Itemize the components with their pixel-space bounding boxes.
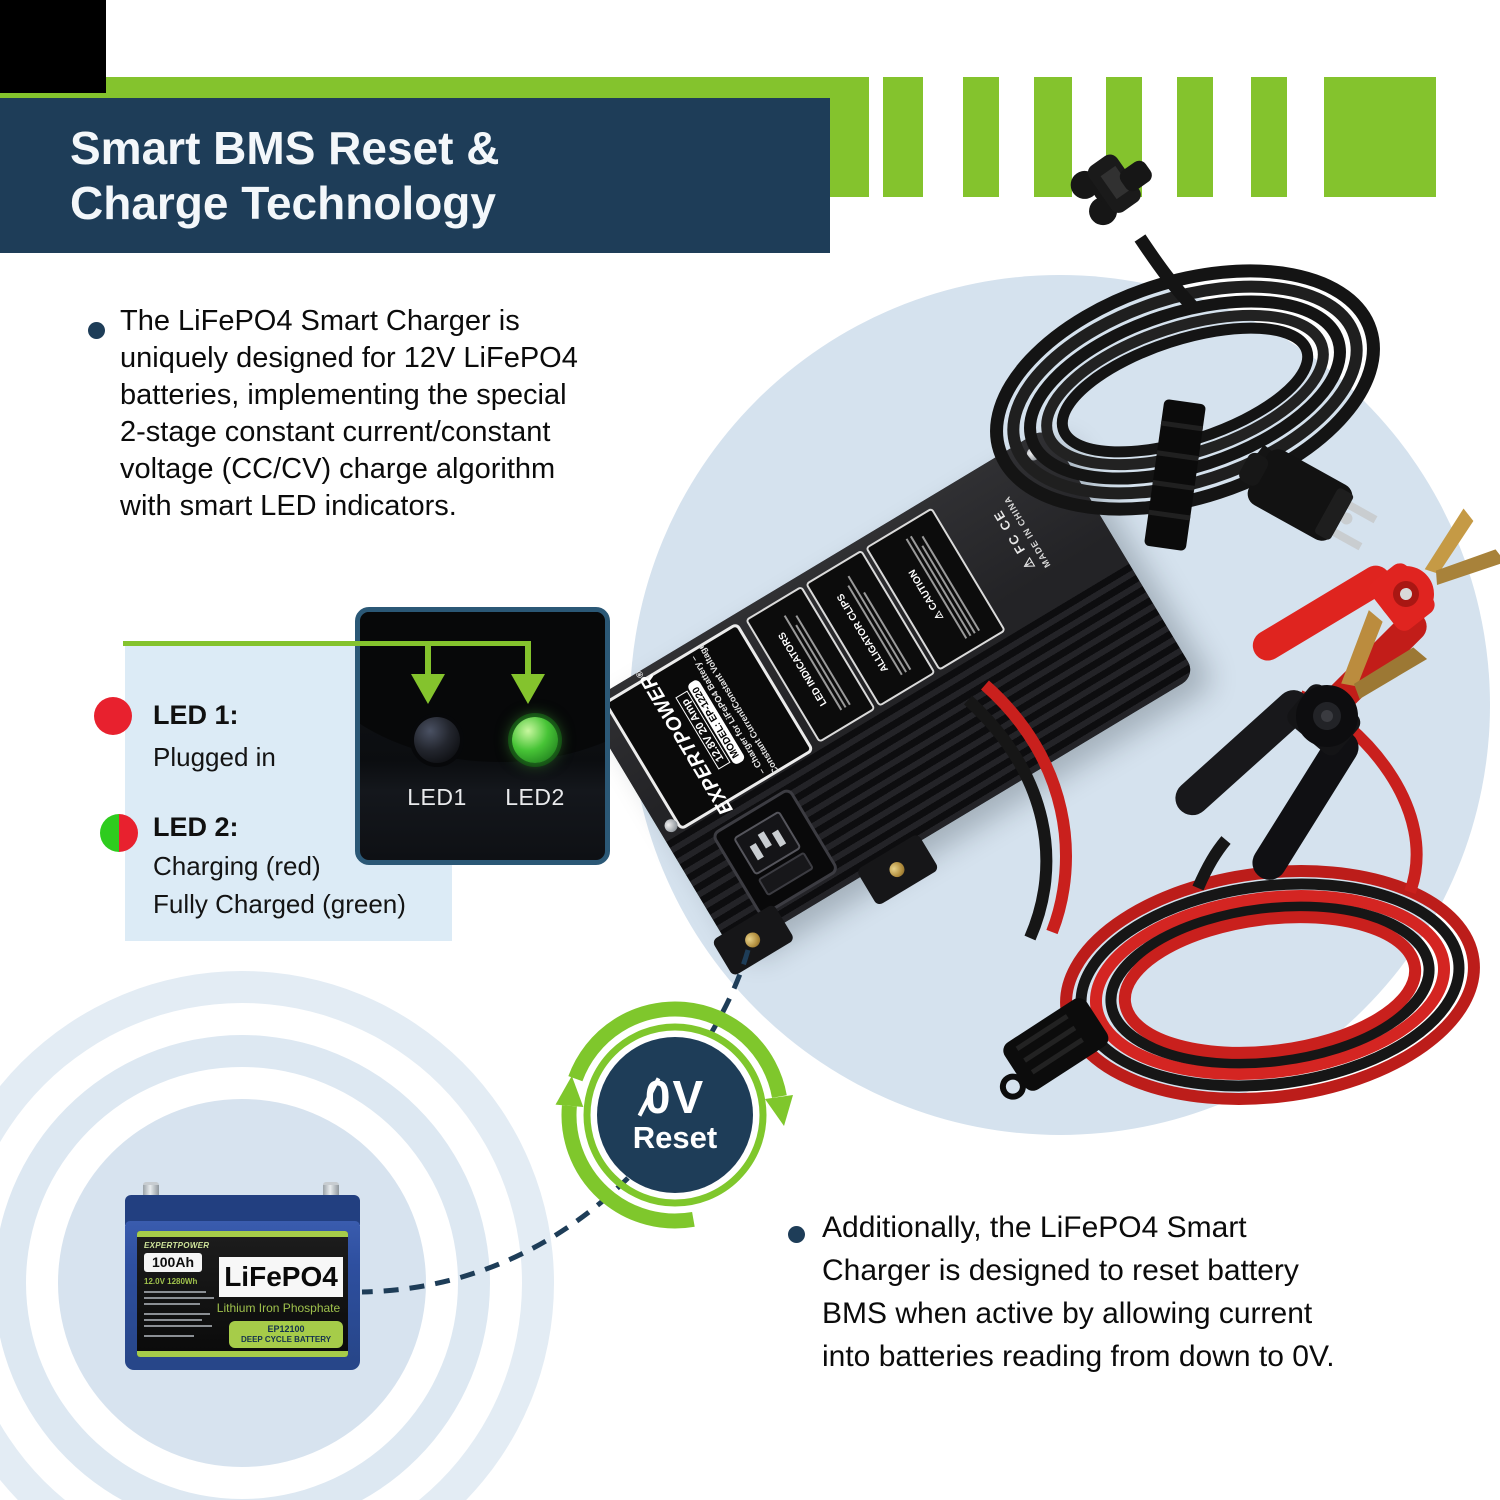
bullet-icon — [88, 322, 105, 339]
label-stripe — [137, 1351, 348, 1357]
callout-line — [123, 641, 531, 646]
led2-color-icon — [100, 814, 138, 852]
accent-bar — [963, 77, 999, 197]
led2-desc-1: Charging (red) — [153, 851, 321, 881]
arrow-tip-icon — [765, 1095, 793, 1126]
micro-text-line — [144, 1319, 202, 1321]
title-banner: Smart BMS Reset & Charge Technology — [0, 98, 830, 253]
battery-brand: EXPERTPOWER — [144, 1241, 210, 1250]
battery-chemistry-full: Lithium Iron Phosphate — [216, 1301, 341, 1315]
micro-text-line — [144, 1325, 212, 1327]
bullet-icon — [788, 1226, 805, 1243]
text-line: with smart LED indicators. — [120, 490, 457, 522]
led1-inset-label: LED1 — [407, 784, 467, 810]
led1-indicator — [414, 717, 460, 763]
page-title-line1: Smart BMS Reset & — [70, 121, 500, 174]
micro-text-line — [144, 1335, 194, 1337]
battery-product-photo: EXPERTPOWER 100Ah 12.0V 1280Wh LiFePO4 L… — [125, 1182, 360, 1370]
callout-stem — [425, 641, 431, 677]
accent-bar — [1251, 77, 1287, 197]
battery-model-pill: EP12100 DEEP CYCLE BATTERY — [229, 1321, 343, 1348]
inset-photo-arc — [360, 612, 605, 762]
reset-badge-text: 0V Reset — [550, 990, 800, 1240]
accent-bar-wide — [1324, 77, 1436, 197]
led2-title: LED 2: — [153, 812, 239, 842]
cw-arrow-arc — [568, 1001, 787, 1098]
led-closeup-inset: LED1 LED2 — [355, 607, 610, 865]
text-line: into batteries reading from down to 0V. — [822, 1340, 1335, 1373]
badge-disc — [597, 1037, 753, 1193]
battery-model: EP12100 — [267, 1324, 305, 1334]
led1-color-icon — [94, 697, 132, 735]
corner-black-square — [0, 0, 106, 93]
page-title-line2: Charge Technology — [70, 176, 496, 229]
text-line: Charger is designed to reset battery — [822, 1254, 1299, 1287]
text-line: The LiFePO4 Smart Charger is — [120, 305, 520, 337]
accent-bar — [1177, 77, 1213, 197]
battery-lid — [125, 1195, 360, 1225]
down-arrow-icon — [411, 674, 445, 704]
micro-text-line — [144, 1291, 206, 1293]
battery-capacity: 100Ah — [144, 1253, 202, 1272]
led1-desc: Plugged in — [153, 742, 276, 772]
down-arrow-icon — [511, 674, 545, 704]
led2-indicator — [512, 717, 558, 763]
battery-type: DEEP CYCLE BATTERY — [240, 1335, 332, 1344]
accent-bar — [1034, 77, 1072, 197]
feature-text-2: Additionally, the LiFePO4 Smart Charger … — [822, 1206, 1472, 1378]
reset-badge — [555, 1001, 793, 1229]
battery-spec: 12.0V 1280Wh — [144, 1277, 198, 1286]
cw-arrow-arc — [561, 1105, 695, 1229]
led1-title: LED 1: — [153, 700, 239, 730]
led2-desc-2: Fully Charged (green) — [153, 889, 406, 919]
label-stripe — [137, 1231, 348, 1237]
accent-bar — [838, 77, 869, 197]
text-line: uniquely designed for 12V LiFePO4 — [120, 342, 578, 374]
led2-inset-label: LED2 — [505, 784, 565, 810]
accent-bar — [1106, 77, 1142, 197]
accent-bar — [883, 77, 923, 197]
arrow-tip-icon — [555, 1075, 584, 1107]
micro-text-line — [144, 1313, 210, 1315]
text-line: BMS when active by allowing current — [822, 1297, 1313, 1330]
micro-text-line — [144, 1297, 214, 1299]
text-line: voltage (CC/CV) charge algorithm — [120, 453, 556, 485]
text-line: 2-stage constant current/constant — [120, 416, 551, 448]
badge-value: 0V — [637, 1074, 705, 1120]
feature-text-1: The LiFePO4 Smart Charger is uniquely de… — [120, 303, 700, 525]
badge-label: Reset — [632, 1120, 718, 1155]
callout-stem — [525, 641, 531, 677]
text-line: Additionally, the LiFePO4 Smart — [822, 1211, 1247, 1244]
micro-text-line — [144, 1303, 200, 1305]
battery-chemistry: LiFePO4 — [219, 1257, 343, 1297]
text-line: batteries, implementing the special — [120, 379, 567, 411]
warning-icon: ⚠ — [931, 608, 946, 623]
battery-label: EXPERTPOWER 100Ah 12.0V 1280Wh LiFePO4 L… — [137, 1231, 348, 1357]
badge-ring — [583, 1023, 767, 1207]
